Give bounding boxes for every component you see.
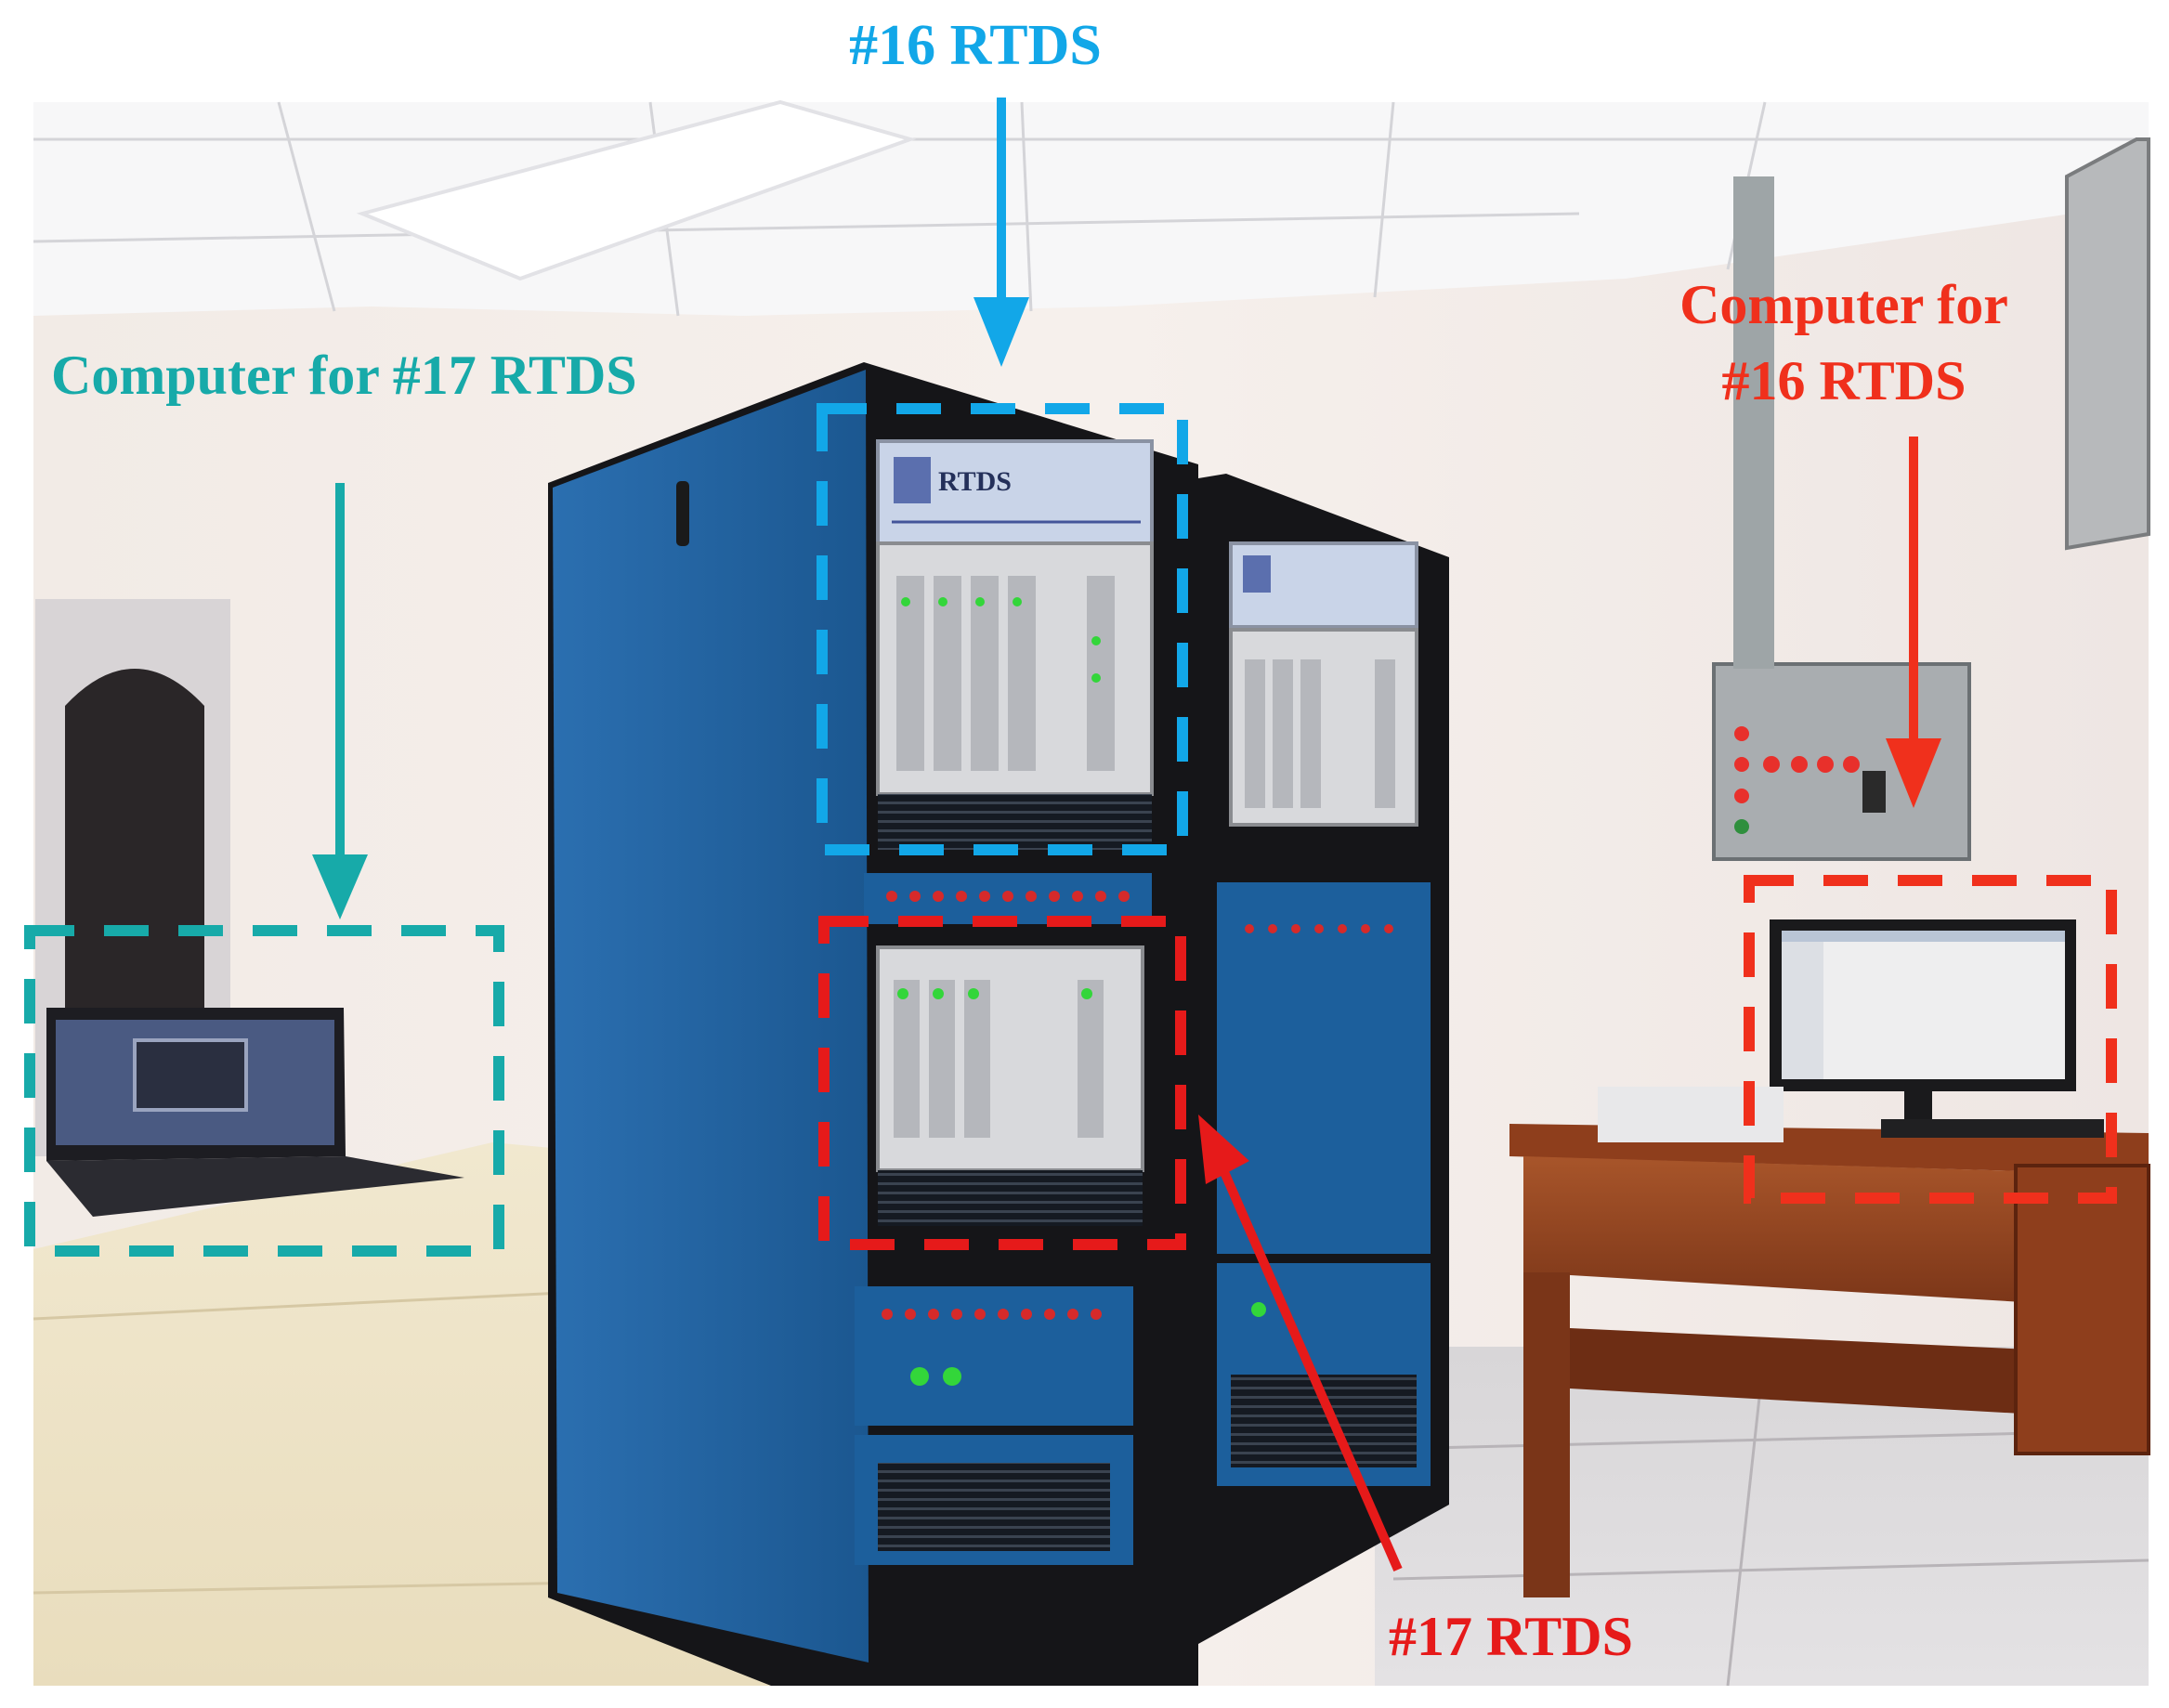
electrical-panel — [1712, 662, 1971, 861]
computer17-dashed-box — [24, 925, 504, 1257]
rtds16-dashed-box — [817, 403, 1188, 855]
rtds17-dashed-box — [818, 916, 1186, 1250]
rtds-unit-17 — [876, 945, 1144, 1226]
computer17-arrow — [312, 483, 368, 919]
annotation-rtds17 — [818, 916, 1403, 1572]
laptop — [46, 1008, 629, 1217]
rtds-unit-16: RTDS — [876, 439, 1154, 850]
rtds17-arrow — [1198, 1115, 1403, 1572]
rtds16-arrow — [973, 98, 1029, 367]
label-computer16-line2: #16 RTDS — [1721, 350, 1966, 411]
annotation-computer17 — [24, 483, 504, 1257]
label-computer17: Computer for #17 RTDS — [51, 345, 637, 406]
rack-badge-text: RTDS — [938, 466, 1012, 497]
annotation-computer16 — [1744, 437, 2117, 1204]
rtds-rack-right — [1198, 474, 1449, 1644]
annotation-rtds16 — [817, 98, 1188, 855]
label-rtds16: #16 RTDS — [849, 14, 1102, 77]
rtds-rack-left: RTDS — [548, 362, 1198, 1686]
label-rtds17: #17 RTDS — [1389, 1606, 1633, 1667]
computer16-arrow — [1886, 437, 1941, 808]
computer16-dashed-box — [1744, 875, 2117, 1204]
label-computer16-line1: Computer for — [1679, 274, 2008, 335]
